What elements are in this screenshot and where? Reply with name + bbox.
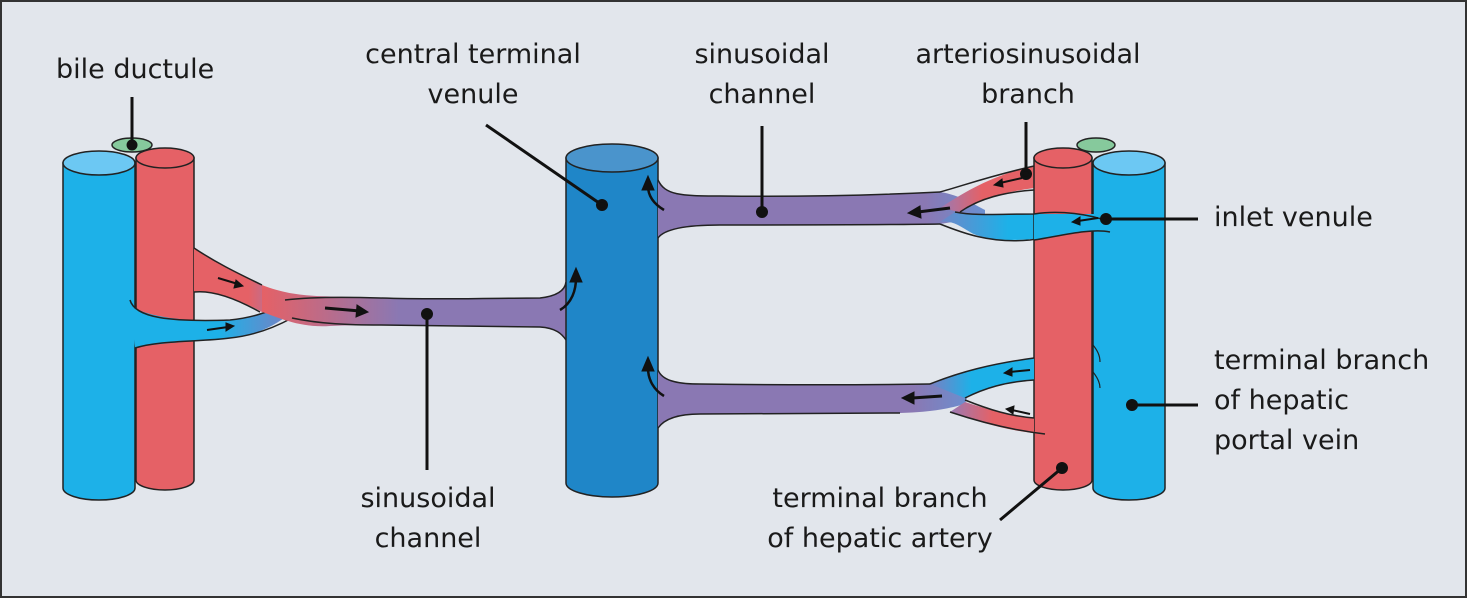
arrowhead	[906, 205, 922, 219]
bottom-venous-branch	[930, 358, 1034, 398]
label-sinusoidal-channel-bottom: sinusoidal channel	[346, 479, 510, 559]
right-hepatic-artery	[1033, 147, 1093, 491]
label-line: sinusoidal	[694, 39, 830, 70]
arrowhead	[641, 355, 655, 372]
arteriosinusoidal-branch	[940, 166, 1034, 212]
arrowhead	[1002, 367, 1013, 377]
label-line: of hepatic artery	[767, 523, 993, 554]
arrowhead	[992, 178, 1004, 188]
label-line: arteriosinusoidal	[915, 39, 1141, 70]
arrowhead	[355, 304, 370, 318]
arrow-top-red	[999, 177, 1023, 184]
arrow-bottom-red	[1011, 409, 1031, 415]
label-central-terminal-venule: central terminal venule	[362, 35, 584, 115]
label-sinusoidal-channel-top: sinusoidal channel	[680, 35, 844, 115]
flow-arrows	[206, 174, 1099, 415]
label-line: channel	[374, 523, 482, 554]
leader-central-venule	[485, 123, 603, 207]
arrowhead	[569, 266, 583, 283]
arrow-left-sinusoid	[324, 306, 361, 313]
arrow-top-blue	[1077, 217, 1099, 222]
arrow-right-sinusoid-top	[917, 206, 951, 214]
central-terminal-venule	[565, 143, 659, 498]
label-line: branch	[981, 79, 1075, 110]
arrowhead	[900, 391, 915, 405]
bile-ductule-right	[1076, 137, 1116, 153]
leader-hepatic-artery	[999, 466, 1063, 522]
arrow-bottom-blue	[1009, 369, 1031, 373]
label-terminal-branch-hepatic-artery: terminal branch of hepatic artery	[764, 479, 996, 559]
leader-lines	[126, 97, 1198, 522]
label-terminal-branch-portal-vein: terminal branch of hepatic portal vein	[1214, 341, 1429, 461]
label-line: venule	[427, 79, 519, 110]
arrowhead	[1070, 216, 1081, 226]
bottom-arterial-branch	[950, 402, 1045, 434]
left-portal-vein	[62, 150, 136, 501]
arrow-left-red	[217, 277, 239, 285]
arrowhead	[233, 279, 245, 289]
label-line: central terminal	[365, 39, 581, 70]
right-sinusoid-top	[658, 180, 985, 238]
label-line: portal vein	[1214, 425, 1360, 456]
label-bile-ductule: bile ductule	[56, 50, 214, 90]
left-sinusoid	[262, 282, 566, 340]
label-line: channel	[708, 79, 816, 110]
arrowhead	[641, 174, 655, 191]
right-portal-vein	[1092, 150, 1166, 501]
label-line: terminal branch	[1214, 345, 1430, 376]
arrowhead	[225, 322, 236, 332]
label-line: inlet venule	[1214, 202, 1373, 233]
label-inlet-venule: inlet venule	[1214, 198, 1373, 238]
label-line: sinusoidal	[360, 483, 496, 514]
arrow-right-sinusoid-bottom	[911, 394, 943, 400]
label-line: terminal branch	[772, 483, 988, 514]
arrowhead	[1004, 405, 1015, 415]
arrow-left-blue	[206, 326, 229, 331]
label-line: bile ductule	[56, 54, 215, 85]
label-arteriosinusoidal-branch: arteriosinusoidal branch	[914, 35, 1142, 115]
label-line: of hepatic	[1214, 385, 1349, 416]
